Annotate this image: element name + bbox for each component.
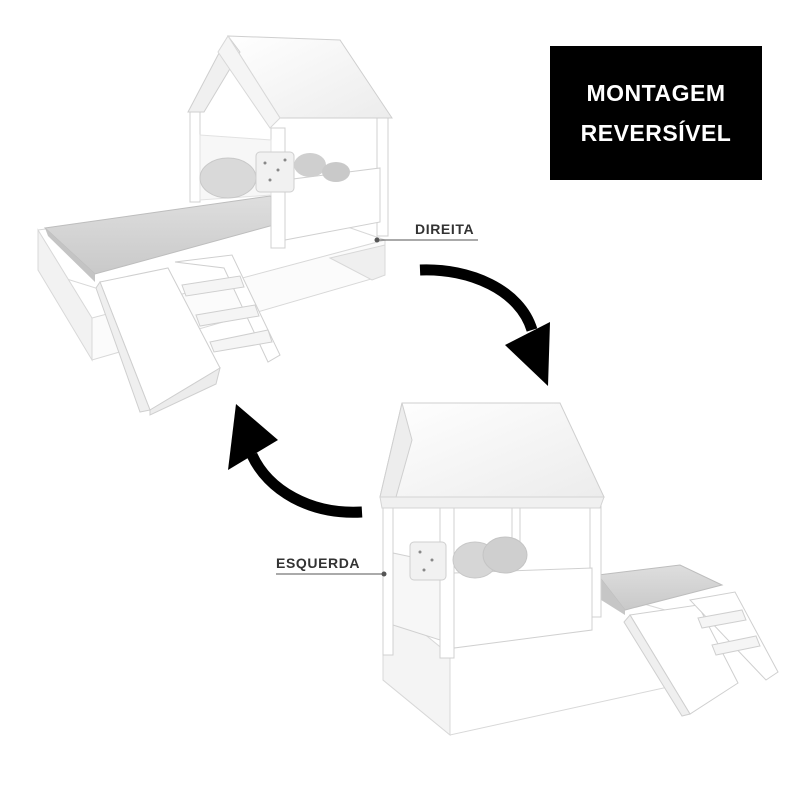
callout-right: DIREITA <box>374 221 478 243</box>
callout-left-label: ESQUERDA <box>276 555 360 571</box>
callout-right-label: DIREITA <box>415 221 474 237</box>
badge-line-2: REVERSÍVEL <box>580 120 732 146</box>
curved-arrow-down-right-icon <box>419 264 550 386</box>
curved-arrow-up-left-icon <box>228 404 363 518</box>
badge-line-1: MONTAGEM <box>586 80 726 106</box>
callout-left: ESQUERDA <box>276 555 387 577</box>
reversible-assembly-badge: MONTAGEM REVERSÍVEL <box>550 46 762 180</box>
bed-left-configuration <box>379 402 779 737</box>
bed-right-configuration <box>37 35 393 416</box>
